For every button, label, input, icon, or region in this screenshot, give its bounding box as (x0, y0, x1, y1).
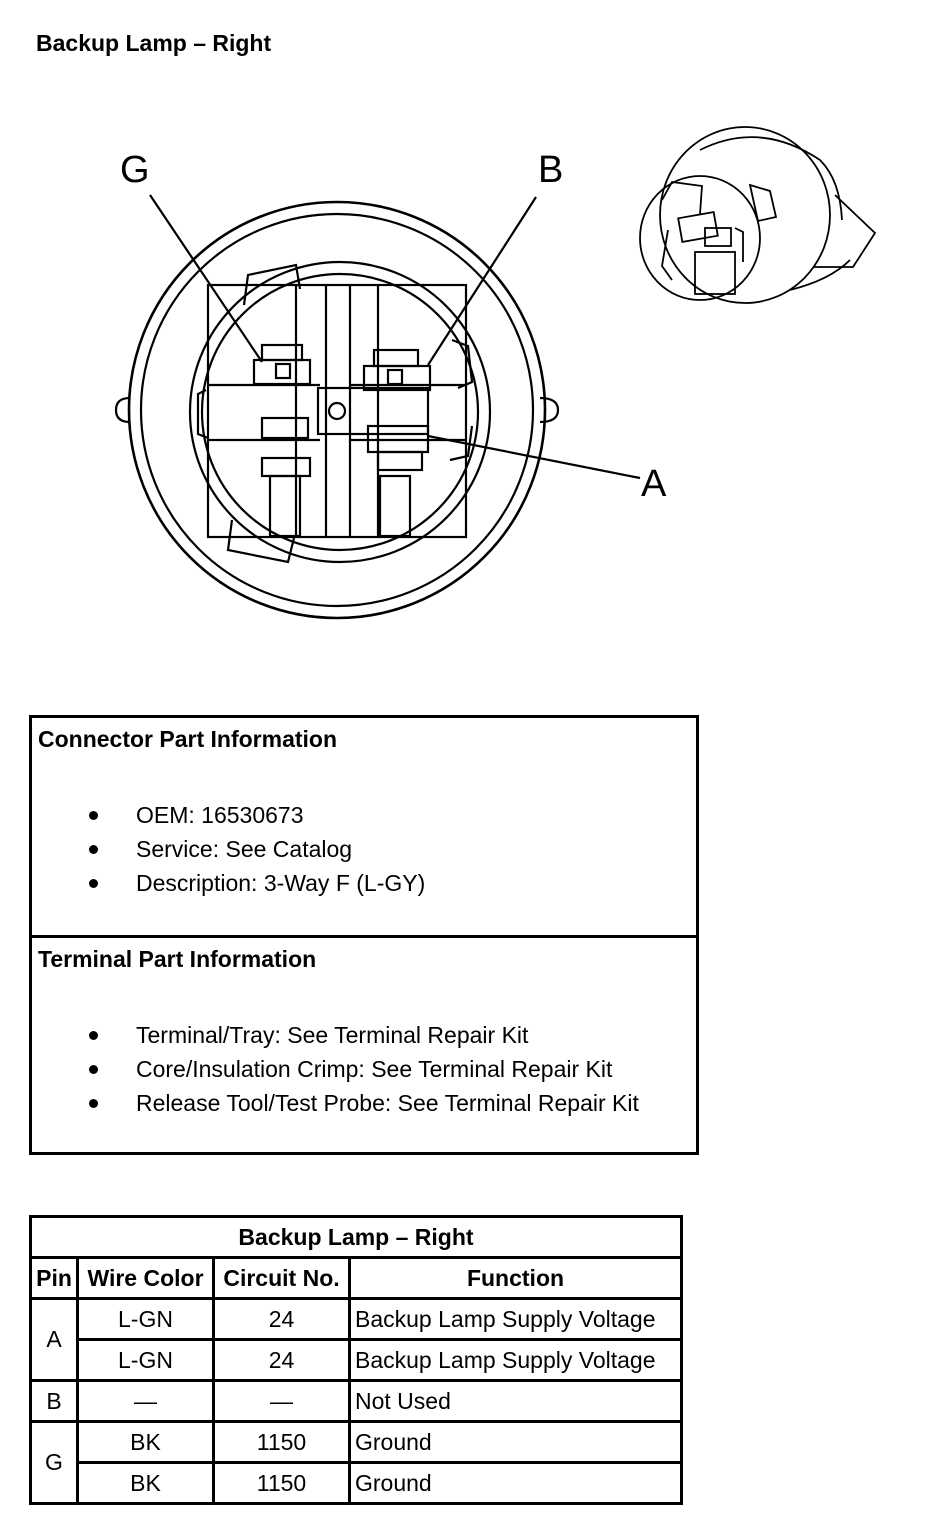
bullet-icon (89, 845, 98, 854)
list-item: Release Tool/Test Probe: See Terminal Re… (32, 1086, 639, 1120)
circuit-cell: — (212, 1379, 351, 1423)
connector-info-list: OEM: 16530673 Service: See Catalog Descr… (32, 798, 425, 900)
function-cell: Ground (348, 1461, 683, 1505)
wire-cell: L-GN (76, 1297, 215, 1341)
list-item: Service: See Catalog (32, 832, 425, 866)
part-info-box: Connector Part Information OEM: 16530673… (29, 715, 699, 1155)
pin-table: Backup Lamp – Right Pin Wire Color Circu… (29, 1215, 683, 1505)
wire-cell: L-GN (76, 1338, 215, 1382)
pin-label-a: A (641, 463, 667, 505)
wire-cell: BK (76, 1461, 215, 1505)
pin-cell: B (29, 1379, 79, 1423)
circuit-cell: 24 (212, 1338, 351, 1382)
pin-leader-lines (149, 194, 641, 480)
list-item: OEM: 16530673 (32, 798, 425, 832)
list-item: Terminal/Tray: See Terminal Repair Kit (32, 1018, 639, 1052)
wire-cell: — (76, 1379, 215, 1423)
list-item: Description: 3-Way F (L-GY) (32, 866, 425, 900)
table-row: BK 1150 Ground (31, 1461, 683, 1505)
connector-isometric-view (639, 126, 877, 304)
terminal-part-info: Terminal Part Information Terminal/Tray:… (32, 938, 696, 1152)
list-item: Core/Insulation Crimp: See Terminal Repa… (32, 1052, 639, 1086)
table-row: G BK 1150 Ground (29, 1420, 683, 1505)
function-cell: Backup Lamp Supply Voltage (348, 1338, 683, 1382)
header-wire-color: Wire Color (76, 1256, 215, 1300)
header-circuit: Circuit No. (212, 1256, 351, 1300)
circuit-cell: 24 (212, 1297, 351, 1341)
pin-cell: G (29, 1420, 79, 1505)
function-cell: Backup Lamp Supply Voltage (348, 1297, 683, 1341)
connector-diagram: G B A (114, 126, 877, 620)
function-cell: Ground (348, 1420, 683, 1464)
page-title: Backup Lamp – Right (36, 30, 272, 56)
table-header-row: Pin Wire Color Circuit No. Function (29, 1256, 683, 1300)
bullet-icon (89, 1099, 98, 1108)
table-row: A L-GN 24 Backup Lamp Supply Voltage (29, 1297, 683, 1382)
terminal-info-heading: Terminal Part Information (38, 946, 317, 972)
connector-info-heading: Connector Part Information (38, 726, 338, 752)
bullet-icon (89, 811, 98, 820)
circuit-cell: 1150 (212, 1420, 351, 1464)
table-row: L-GN 24 Backup Lamp Supply Voltage (31, 1338, 683, 1382)
header-function: Function (348, 1256, 683, 1300)
function-cell: Not Used (348, 1379, 683, 1423)
pin-label-b: B (538, 149, 563, 191)
table-row: B — — Not Used (29, 1379, 683, 1423)
circuit-cell: 1150 (212, 1461, 351, 1505)
table-title-row: Backup Lamp – Right (29, 1215, 683, 1259)
pin-cell: A (29, 1297, 79, 1382)
pin-label-g: G (120, 149, 150, 191)
bullet-icon (89, 1031, 98, 1040)
header-pin: Pin (29, 1256, 79, 1300)
bullet-icon (89, 1065, 98, 1074)
pin-table-title: Backup Lamp – Right (29, 1215, 683, 1259)
wire-cell: BK (76, 1420, 215, 1464)
connector-part-info: Connector Part Information OEM: 16530673… (32, 718, 696, 938)
terminal-info-list: Terminal/Tray: See Terminal Repair Kit C… (32, 1018, 639, 1120)
bullet-icon (89, 879, 98, 888)
